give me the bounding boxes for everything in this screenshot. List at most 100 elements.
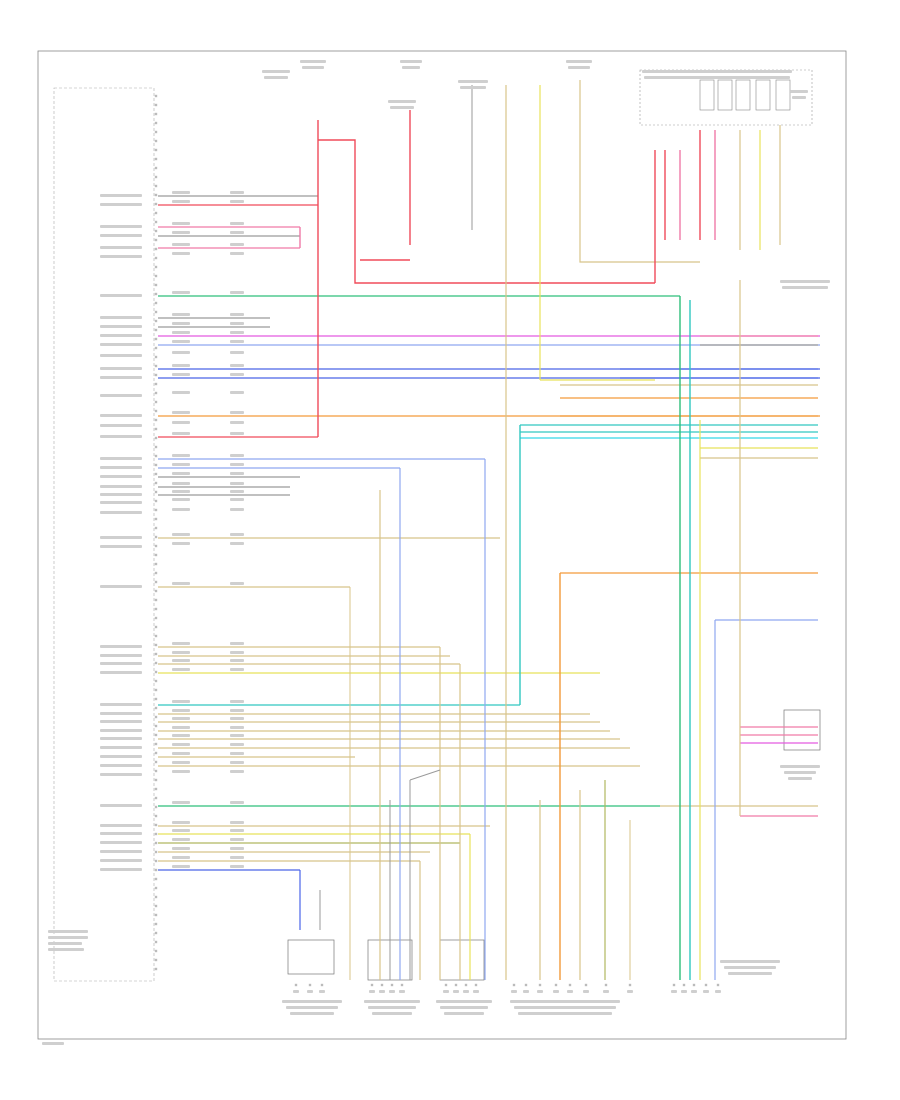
- top-caption: [780, 280, 830, 283]
- bottom-pin-label: [293, 990, 299, 993]
- circuit-number-label: [230, 391, 244, 394]
- pcm-pin-label: [100, 720, 142, 723]
- wire-color-label: [172, 642, 190, 645]
- wire-color-label: [172, 717, 190, 720]
- top-caption: [400, 60, 422, 63]
- circuit-number-label: [230, 252, 244, 255]
- bottom-connector-pin: [554, 983, 558, 987]
- pcm-pin: [154, 553, 158, 557]
- circuit-number-label: [230, 726, 244, 729]
- sensor-box-4: [783, 709, 821, 751]
- pcm-pin: [154, 832, 158, 836]
- pcm-pin-label: [100, 511, 142, 514]
- pcm-pin-label: [100, 824, 142, 827]
- bottom-connector-pin: [524, 983, 528, 987]
- pcm-pin: [154, 706, 158, 710]
- pcm-pin: [154, 112, 158, 116]
- pcm-pin: [154, 445, 158, 449]
- pcm-pin: [154, 265, 158, 269]
- bottom-pin-label: [369, 990, 375, 993]
- wire-color-label: [172, 243, 190, 246]
- wire-color-label: [172, 770, 190, 773]
- pcm-pin-label: [100, 755, 142, 758]
- bottom-pin-label: [389, 990, 395, 993]
- pcm-pin: [154, 589, 158, 593]
- wire-color-label: [172, 752, 190, 755]
- circuit-number-label: [230, 743, 244, 746]
- circuit-number-label: [230, 291, 244, 294]
- pcm-pin-label: [100, 376, 142, 379]
- pcm-pin: [154, 202, 158, 206]
- pcm-pin-label: [100, 457, 142, 460]
- pcm-pin: [154, 904, 158, 908]
- bottom-pin-label: [691, 990, 697, 993]
- bottom-connector-pin: [538, 983, 542, 987]
- pcm-pin-label: [100, 585, 142, 588]
- top-caption: [644, 76, 790, 79]
- component-caption: [364, 1000, 420, 1003]
- bottom-connector-pin: [568, 983, 572, 987]
- pcm-pin: [154, 697, 158, 701]
- pcm-pin-label: [100, 234, 142, 237]
- pcm-pin: [154, 436, 158, 440]
- circuit-number-label: [230, 191, 244, 194]
- wire-color-label: [172, 340, 190, 343]
- circuit-number-label: [230, 421, 244, 424]
- pcm-pin-label: [100, 466, 142, 469]
- pcm-pin-label: [100, 294, 142, 297]
- component-caption: [436, 1000, 492, 1003]
- circuit-number-label: [230, 734, 244, 737]
- pcm-pin: [154, 733, 158, 737]
- top-caption: [262, 70, 290, 73]
- wire-color-label: [172, 364, 190, 367]
- pcm-pin: [154, 301, 158, 305]
- pcm-pin-label: [100, 662, 142, 665]
- circuit-number-label: [230, 642, 244, 645]
- bottom-connector-pin: [380, 983, 384, 987]
- bottom-connector-pin: [716, 983, 720, 987]
- circuit-number-label: [230, 351, 244, 354]
- wire-color-label: [172, 391, 190, 394]
- pcm-pin-label: [100, 194, 142, 197]
- pcm-pin: [154, 247, 158, 251]
- pcm-pin-label: [100, 868, 142, 871]
- top-caption: [792, 96, 806, 99]
- module-caption: [48, 948, 84, 951]
- component-caption: [720, 960, 780, 963]
- component-caption: [514, 1006, 616, 1009]
- pcm-pin: [154, 562, 158, 566]
- pcm-pin: [154, 787, 158, 791]
- pcm-pin: [154, 481, 158, 485]
- circuit-number-label: [230, 801, 244, 804]
- pcm-pin-label: [100, 394, 142, 397]
- pcm-pin-label: [100, 536, 142, 539]
- pcm-pin-label: [100, 414, 142, 417]
- pcm-pin: [154, 859, 158, 863]
- wire-color-label: [172, 472, 190, 475]
- wire-color-label: [172, 463, 190, 466]
- pcm-pin: [154, 634, 158, 638]
- bottom-connector-pin: [294, 983, 298, 987]
- pcm-pin-label: [100, 737, 142, 740]
- pcm-pin: [154, 760, 158, 764]
- pcm-pin: [154, 193, 158, 197]
- wire-color-label: [172, 291, 190, 294]
- circuit-number-label: [230, 651, 244, 654]
- circuit-number-label: [230, 472, 244, 475]
- bottom-connector-pin: [400, 983, 404, 987]
- pcm-pin: [154, 643, 158, 647]
- component-caption: [440, 1006, 488, 1009]
- component-caption: [444, 1012, 484, 1015]
- wire-color-label: [172, 801, 190, 804]
- pcm-pin: [154, 418, 158, 422]
- sensor-box-3: [439, 939, 485, 981]
- pcm-pin: [154, 607, 158, 611]
- pcm-pin-label: [100, 729, 142, 732]
- pcm-pin-label: [100, 343, 142, 346]
- component-caption: [286, 1006, 338, 1009]
- wire-color-label: [172, 856, 190, 859]
- pcm-pin: [154, 886, 158, 890]
- pcm-pin-label: [100, 203, 142, 206]
- pcm-pin: [154, 184, 158, 188]
- wire-color-label: [172, 743, 190, 746]
